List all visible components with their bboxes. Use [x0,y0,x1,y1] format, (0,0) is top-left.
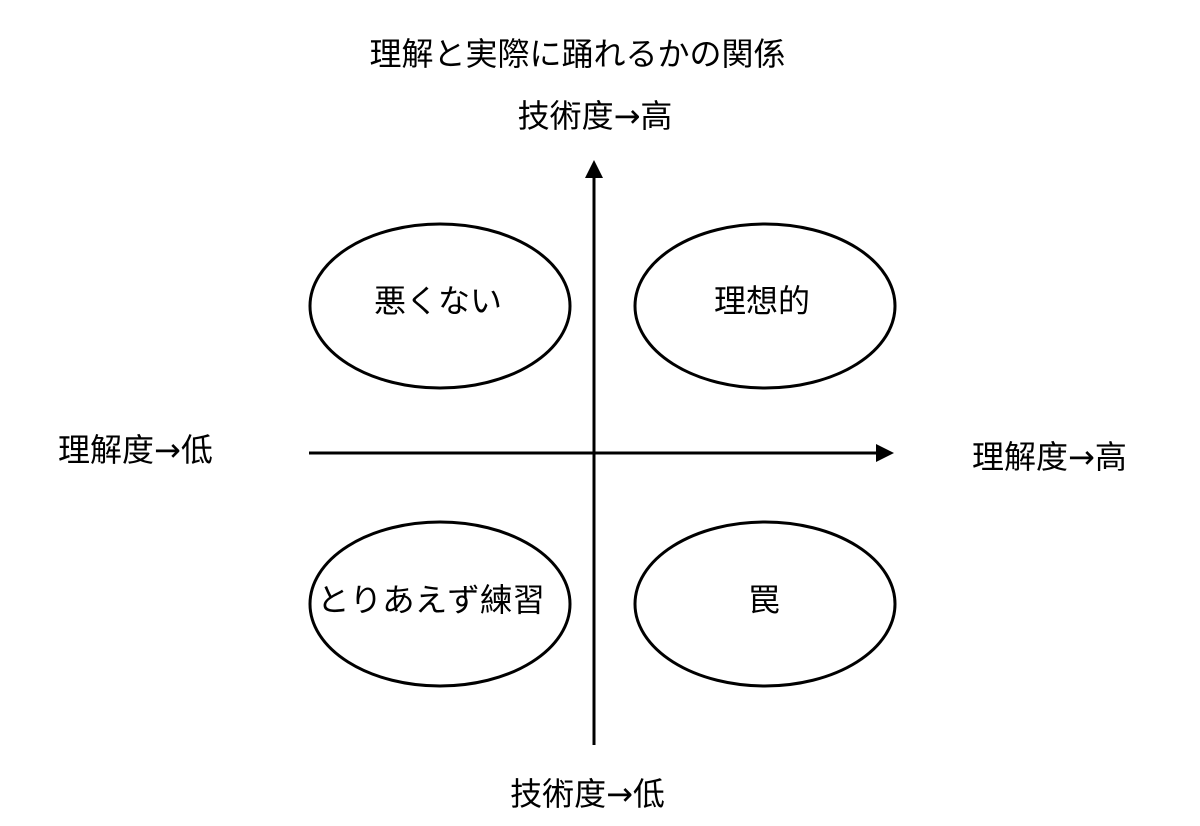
quadrant-ellipse-bottom-right [633,520,897,688]
y-axis-bottom-label: 技術度→低 [510,775,665,813]
quadrant-ellipse-top-right [633,222,897,390]
quadrant-label-top-right: 理想的 [714,282,810,320]
quadrant-label-bottom-left: とりあえず練習 [317,581,545,619]
quadrant-label-top-left: 悪くない [374,282,502,320]
quadrant-ellipse-bottom-left [308,520,572,688]
y-axis-top-label: 技術度→高 [517,97,673,135]
y-axis-arrowhead [585,160,603,178]
x-axis-left-label: 理解度→低 [58,431,213,469]
quadrant-ellipse-top-left [308,222,572,390]
x-axis-arrowhead [876,444,894,462]
x-axis-right-label: 理解度→高 [972,438,1127,476]
quadrant-label-bottom-right: 罠 [748,581,780,619]
diagram-title: 理解と実際に踊れるかの関係 [369,35,786,73]
